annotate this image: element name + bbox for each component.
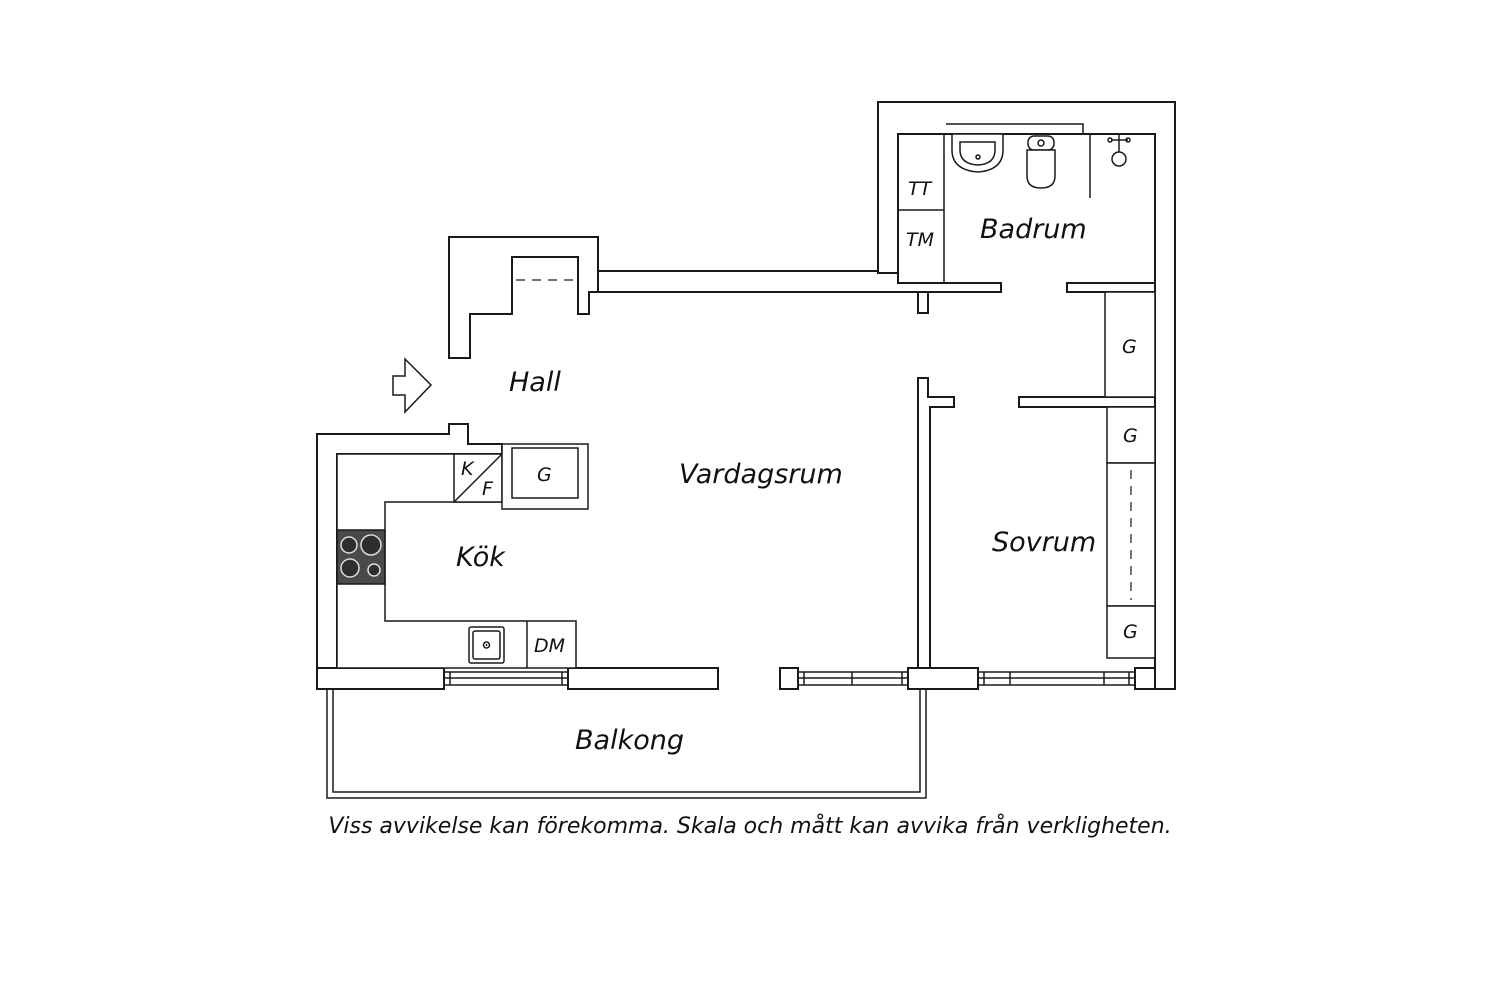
kitchen-sink-icon (468, 626, 505, 664)
kitchen-counters (336, 443, 589, 669)
washbasin-icon (951, 133, 1004, 173)
windows (443, 671, 1136, 686)
label-g-hall-closet: G (1122, 336, 1137, 358)
entrance-arrow-icon (392, 357, 433, 414)
label-dm: DM (534, 635, 565, 657)
room-label-balkong: Balkong (575, 725, 684, 756)
room-label-vardagsrum: Vardagsrum (679, 459, 843, 490)
bathroom-fixtures (898, 133, 1131, 283)
room-label-badrum: Badrum (980, 214, 1087, 245)
label-g-bed-top: G (1123, 425, 1138, 447)
hall-closet (1104, 291, 1156, 398)
room-label-kok: Kök (456, 542, 506, 573)
label-k: K (461, 458, 475, 480)
label-g-kitchen: G (537, 464, 552, 486)
balcony (326, 688, 927, 799)
toilet-icon (1026, 135, 1056, 189)
label-tt: TT (908, 178, 933, 200)
shower-icon (1107, 134, 1131, 167)
label-tm: TM (906, 229, 934, 251)
stove-icon (336, 529, 386, 585)
label-g-bed-bottom: G (1123, 621, 1138, 643)
bedroom-wardrobes (1106, 406, 1156, 659)
room-label-hall: Hall (509, 367, 561, 398)
walls (316, 101, 1176, 690)
label-f: F (482, 478, 494, 500)
disclaimer-text: Viss avvikelse kan förekomma. Skala och … (328, 814, 1172, 839)
room-label-sovrum: Sovrum (992, 527, 1096, 558)
